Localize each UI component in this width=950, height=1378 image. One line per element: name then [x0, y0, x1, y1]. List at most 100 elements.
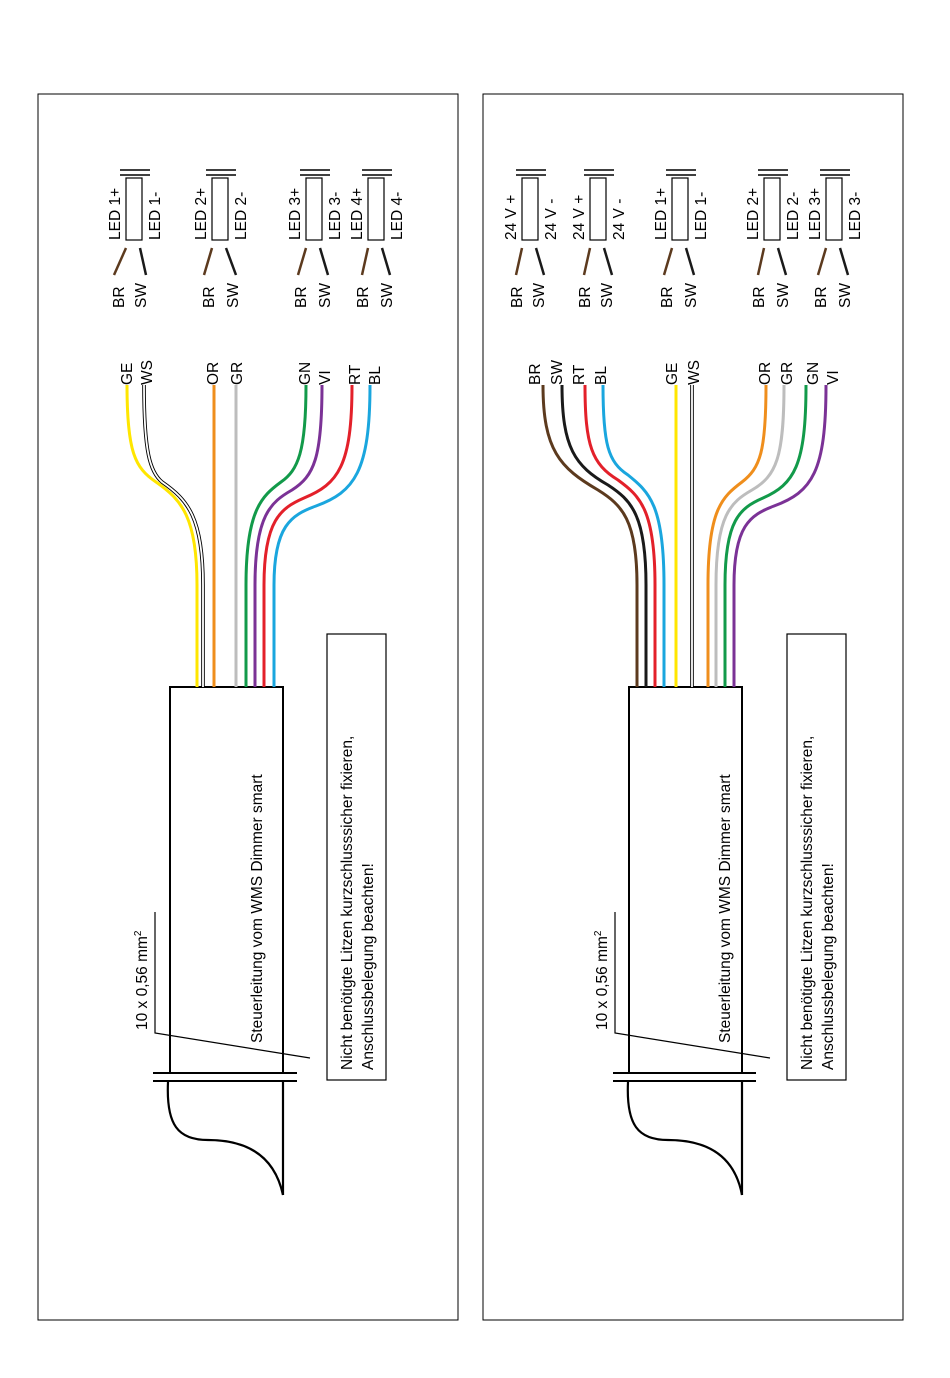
wire-label: GR — [229, 362, 246, 385]
connector-plus-label: 24 V + — [503, 195, 520, 240]
note-line-2: Anschlussbelegung beachten! — [820, 863, 837, 1070]
led-connector: LED 4+ LED 4- BR SW — [349, 169, 406, 308]
connector-minus-label: LED 3- — [327, 192, 344, 240]
connector-wire-b: SW — [531, 283, 548, 308]
power-connector: 24 V + 24 V - BR SW — [503, 169, 560, 308]
connector-minus-label: LED 3- — [847, 192, 864, 240]
cross-section-leader — [614, 912, 771, 1059]
cable-label: Steuerleitung vom WMS Dimmer smart — [249, 774, 266, 1043]
wire-label: GR — [779, 362, 796, 385]
wire-label: GN — [805, 362, 822, 385]
connector-minus-label: LED 1- — [693, 192, 710, 240]
wire-bl — [272, 384, 372, 687]
wire-label: GE — [664, 363, 681, 385]
connector-plus-label: LED 2+ — [193, 188, 210, 240]
connector-wire-a: BR — [201, 286, 218, 308]
wire-label: BR — [527, 363, 544, 385]
wire-label: VI — [317, 370, 334, 385]
wire-label: RT — [571, 364, 588, 385]
wire-label: SW — [549, 360, 566, 385]
connector-wire-a: BR — [577, 286, 594, 308]
wire-ge — [125, 384, 199, 687]
wire-gn — [723, 384, 808, 687]
wire-label: VI — [825, 370, 842, 385]
led-connector: LED 1+ LED 1- BR SW — [653, 169, 710, 308]
cross-section-superscript: 2 — [133, 930, 144, 936]
connector-plus-label: LED 2+ — [745, 188, 762, 240]
cross-section-label: 10 x 0,56 mm2 — [593, 930, 611, 1030]
wire-bundle — [125, 384, 372, 687]
connector-wire-a: BR — [751, 286, 768, 308]
wire-rt — [262, 384, 354, 687]
wire-label: OR — [757, 362, 774, 385]
cross-section-superscript: 2 — [593, 930, 604, 936]
wire-label: BL — [367, 366, 384, 385]
connector-wire-b: SW — [379, 283, 396, 308]
cable-sheath-end — [166, 1081, 285, 1196]
connector-plus-label: 24 V + — [571, 195, 588, 240]
wire-label: OR — [205, 362, 222, 385]
connector-wire-b: SW — [317, 283, 334, 308]
connector-wire-a: BR — [813, 286, 830, 308]
panel-right: Steuerleitung vom WMS Dimmer smart 10 x … — [482, 93, 904, 1321]
connector-plus-label: LED 1+ — [653, 188, 670, 240]
note-line-1: Nicht benötigte Litzen kurzschlusssicher… — [339, 736, 356, 1070]
wire-label: WS — [686, 360, 703, 385]
connector-plus-label: LED 4+ — [349, 188, 366, 240]
wire-gn — [244, 384, 308, 687]
wire-label: GE — [119, 363, 136, 385]
note-box — [786, 633, 847, 1081]
wire-gr — [714, 384, 786, 687]
power-connector: 24 V + 24 V - BR SW — [571, 169, 628, 308]
connector-wire-a: BR — [293, 286, 310, 308]
wire-label: BL — [593, 366, 610, 385]
wire-vi — [253, 384, 324, 687]
connector-minus-label: LED 2- — [233, 192, 250, 240]
wire-sw — [560, 384, 648, 687]
wire-ws — [143, 384, 204, 687]
cable-sheath-end — [626, 1081, 744, 1196]
connector-minus-label: LED 1- — [147, 192, 164, 240]
led-connector: LED 3+ LED 3- BR SW — [807, 169, 864, 308]
connector-minus-label: 24 V - — [543, 199, 560, 240]
led-connector: LED 2+ LED 2- BR SW — [193, 169, 250, 308]
connector-minus-label: 24 V - — [611, 199, 628, 240]
wire-br — [541, 384, 639, 687]
connector-wire-b: SW — [775, 283, 792, 308]
connector-wire-a: BR — [111, 286, 128, 308]
panel-frame — [37, 93, 459, 1321]
connector-wire-a: BR — [509, 286, 526, 308]
connector-minus-label: LED 4- — [389, 192, 406, 240]
connector-wire-b: SW — [683, 283, 700, 308]
connector-wire-b: SW — [225, 283, 242, 308]
connector-minus-label: LED 2- — [785, 192, 802, 240]
wire-bl — [601, 384, 666, 687]
wire-label: RT — [347, 364, 364, 385]
cable-body — [628, 686, 743, 1074]
led-connector: LED 1+ LED 1- BR SW — [107, 169, 164, 308]
connector-wire-b: SW — [599, 283, 616, 308]
led-connector: LED 2+ LED 2- BR SW — [745, 169, 802, 308]
connector-wire-a: BR — [355, 286, 372, 308]
wire-bundle — [541, 384, 828, 687]
cross-section-leader — [154, 912, 311, 1059]
cable-label: Steuerleitung vom WMS Dimmer smart — [717, 774, 734, 1043]
wire-vi — [732, 384, 828, 687]
led-connector: LED 3+ LED 3- BR SW — [287, 169, 344, 308]
cable-body — [169, 686, 284, 1074]
wire-label: GN — [297, 362, 314, 385]
connector-plus-label: LED 1+ — [107, 188, 124, 240]
panel-frame — [482, 93, 904, 1321]
connector-wire-b: SW — [133, 283, 150, 308]
connector-plus-label: LED 3+ — [287, 188, 304, 240]
note-box — [326, 633, 387, 1081]
wire-rt — [583, 384, 657, 687]
wire-label: WS — [139, 360, 156, 385]
note-line-1: Nicht benötigte Litzen kurzschlusssicher… — [799, 736, 816, 1070]
wire-or — [706, 384, 768, 687]
cross-section-label: 10 x 0,56 mm2 — [133, 930, 151, 1030]
connector-wire-b: SW — [837, 283, 854, 308]
connector-wire-a: BR — [659, 286, 676, 308]
note-line-2: Anschlussbelegung beachten! — [360, 863, 377, 1070]
